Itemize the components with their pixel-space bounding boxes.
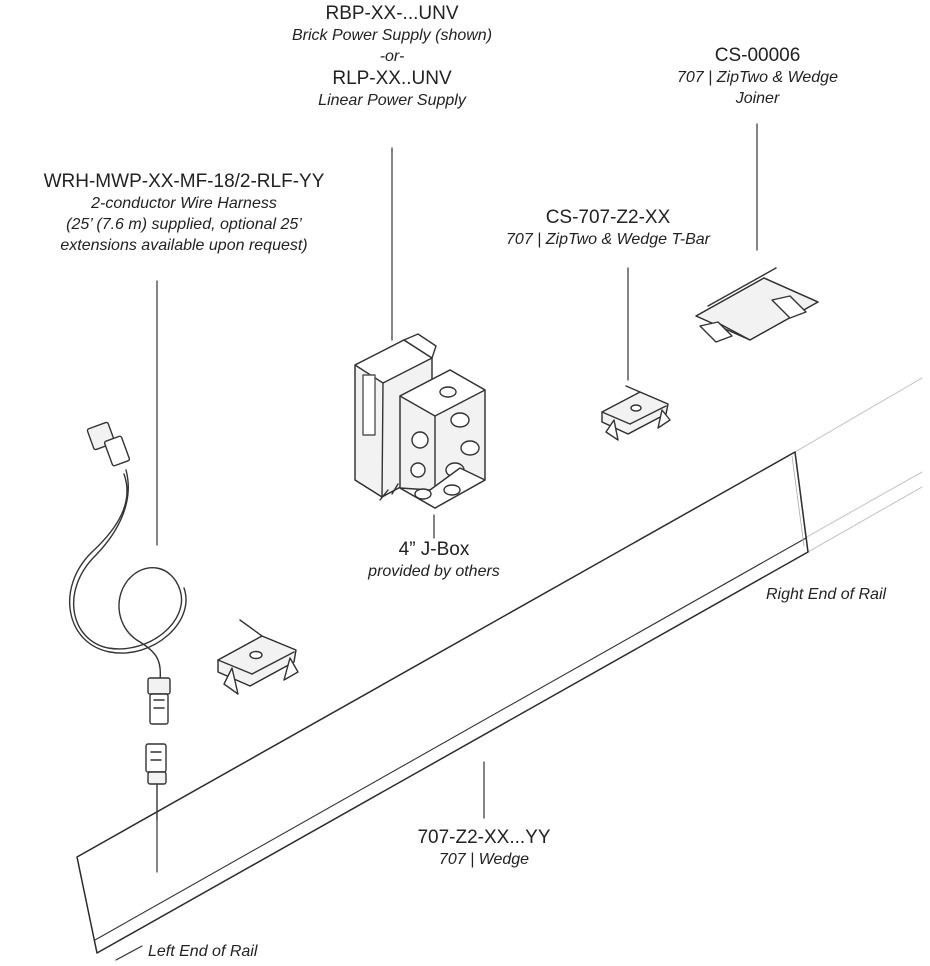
callout-rail: 707-Z2-XX...YY 707 | Wedge: [384, 826, 584, 870]
joiner-desc: 707 | ZipTwo & Wedge: [677, 69, 838, 86]
joiner-clip: [695, 267, 819, 343]
joiner-code: CS-00006: [714, 45, 801, 66]
tbar-clip-left: [217, 619, 299, 695]
power-supply-code-alt: RLP-XX..UNV: [332, 68, 452, 89]
left-end-label: Left End of Rail: [148, 943, 258, 960]
ghost-rail-extension: [794, 377, 923, 553]
wire-harness: [69, 421, 187, 821]
tbar-code: CS-707-Z2-XX: [545, 207, 671, 228]
jbox-desc: provided by others: [368, 563, 500, 580]
callout-jbox: 4” J-Box provided by others: [344, 538, 524, 582]
tbar-clip-right: [601, 385, 671, 441]
callout-tbar: CS-707-Z2-XX 707 | ZipTwo & Wedge T-Bar: [468, 206, 748, 250]
harness-desc: 2-conductor Wire Harness: [91, 195, 277, 212]
right-end-label: Right End of Rail: [766, 586, 887, 603]
tbar-desc: 707 | ZipTwo & Wedge T-Bar: [506, 231, 710, 248]
jbox-code: 4” J-Box: [398, 539, 470, 560]
power-supply-code: RBP-XX-...UNV: [325, 3, 459, 24]
callout-power-supply: RBP-XX-...UNV Brick Power Supply (shown)…: [282, 2, 502, 111]
power-supply-desc: Brick Power Supply (shown): [291, 27, 493, 44]
power-supply-or: -or-: [379, 48, 405, 65]
junction-box: [399, 369, 486, 509]
harness-desc-2: (25’ (7.6 m) supplied, optional 25’: [66, 216, 302, 233]
harness-code: WRH-MWP-XX-MF-18/2-RLF-YY: [43, 171, 325, 192]
rail-wedge: [76, 451, 809, 954]
joiner-desc-2: Joiner: [735, 90, 780, 107]
callout-wire-harness: WRH-MWP-XX-MF-18/2-RLF-YY 2-conductor Wi…: [4, 170, 364, 256]
callout-joiner: CS-00006 707 | ZipTwo & Wedge Joiner: [655, 44, 860, 109]
power-supply-desc-alt: Linear Power Supply: [318, 92, 466, 109]
harness-desc-3: extensions available upon request): [60, 237, 308, 254]
rail-code: 707-Z2-XX...YY: [417, 827, 551, 848]
leader-lines: [115, 123, 758, 961]
rail-desc: 707 | Wedge: [438, 851, 530, 868]
